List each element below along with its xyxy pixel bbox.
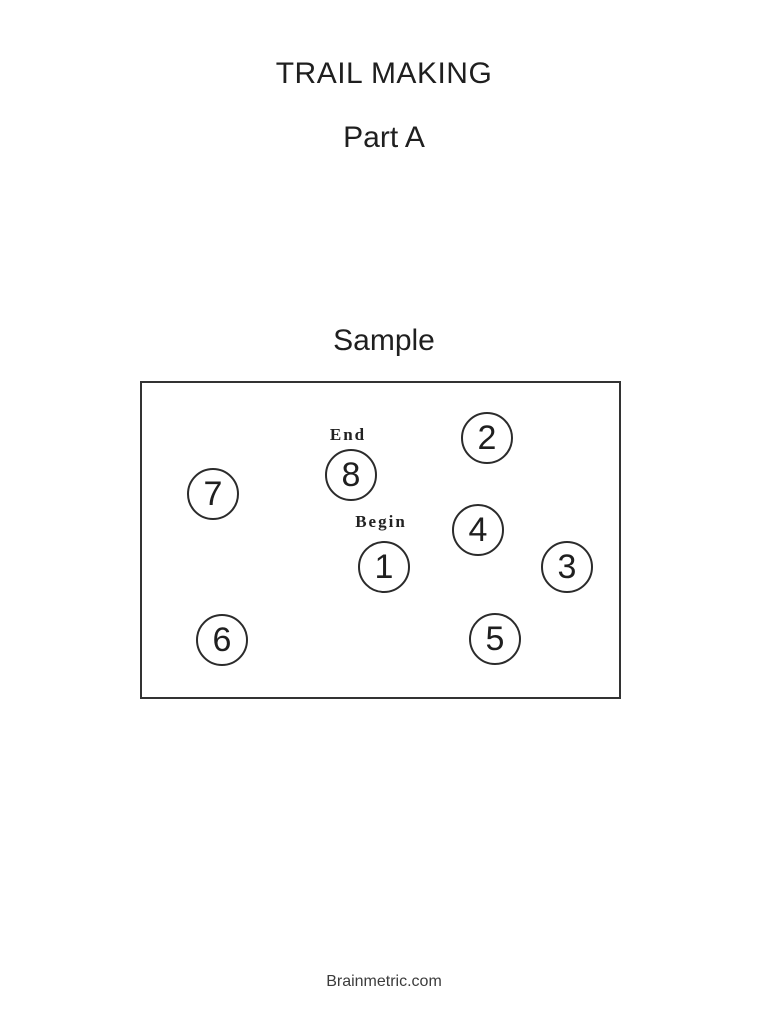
footer-text: Brainmetric.com: [326, 973, 442, 990]
page-title: TRAIL MAKING: [275, 57, 493, 90]
sample-circle-8[interactable]: 8: [325, 449, 377, 501]
sample-circle-2[interactable]: 2: [461, 412, 513, 464]
sample-circle-1[interactable]: 1: [358, 541, 410, 593]
sample-circle-7[interactable]: 7: [187, 468, 239, 520]
sample-circle-4[interactable]: 4: [452, 504, 504, 556]
section-heading: Sample: [333, 324, 435, 357]
end-label: End: [329, 425, 367, 444]
page-subtitle: Part A: [343, 121, 425, 154]
sample-circle-6[interactable]: 6: [196, 614, 248, 666]
sample-circle-3[interactable]: 3: [541, 541, 593, 593]
begin-label: Begin: [355, 512, 407, 531]
sample-circle-5[interactable]: 5: [469, 613, 521, 665]
